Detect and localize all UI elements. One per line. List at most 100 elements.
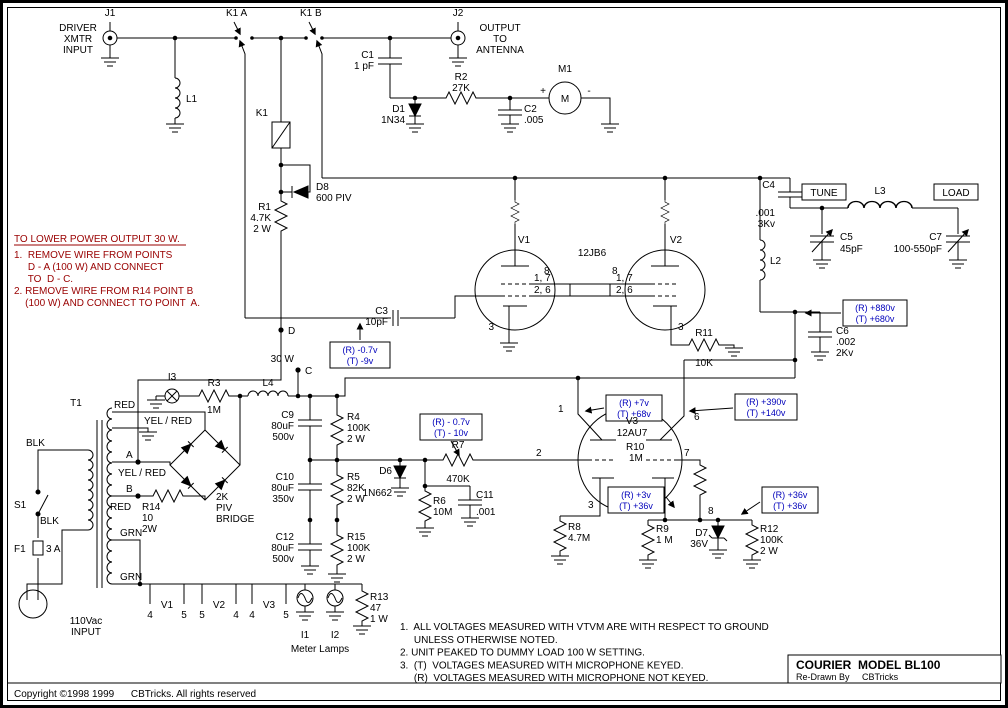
label-k1-coil: K1 bbox=[256, 108, 269, 119]
label-l3: L3 bbox=[874, 186, 886, 197]
value-r3: 1M bbox=[207, 405, 221, 416]
wire-label-blk1: BLK bbox=[26, 438, 45, 449]
rf-input-path bbox=[100, 22, 468, 133]
label-30w: 30 W bbox=[271, 354, 295, 365]
meter-m-glyph: M bbox=[561, 94, 569, 105]
wire-label-yelred2: YEL / RED bbox=[118, 468, 166, 479]
pin-v2-17: 1, 7 bbox=[616, 273, 633, 284]
relay-keying-chain bbox=[137, 38, 311, 462]
callout-arrows bbox=[356, 309, 841, 515]
wire-r6-c11 bbox=[424, 460, 470, 528]
wire-v3-grid2-r10 bbox=[674, 459, 701, 520]
notes-block: 1. ALL VOLTAGES MEASURED WITH VTVM ARE W… bbox=[400, 622, 769, 684]
voltage-pa-plate: (R) +880v(T) +680v bbox=[855, 303, 895, 324]
arrow-zener bbox=[740, 501, 761, 515]
tank-circuit bbox=[322, 177, 970, 378]
label-r11: R11 bbox=[695, 328, 713, 339]
wire-yelred2-a bbox=[112, 461, 171, 465]
rating-c4: 3Kv bbox=[758, 219, 775, 230]
diode-d1 bbox=[408, 103, 422, 118]
wire-label-red2: RED bbox=[110, 502, 131, 513]
wire-point-d-to-a bbox=[137, 234, 282, 462]
bridge-rectifier bbox=[169, 396, 241, 501]
capacitor-c3 bbox=[392, 310, 399, 326]
capacitor-c6 bbox=[760, 311, 832, 352]
bias-network bbox=[310, 453, 588, 537]
heater-pin: 5 bbox=[199, 610, 205, 621]
heater-v1: V1 bbox=[161, 600, 174, 611]
label-c11: C11 bbox=[476, 490, 494, 501]
rating-f1: 3 A bbox=[46, 544, 61, 555]
wire-red1 bbox=[112, 411, 206, 430]
caption-meter-lamps: Meter Lamps bbox=[291, 644, 349, 655]
label-r10: R10 bbox=[626, 442, 645, 453]
point-b: B bbox=[126, 484, 133, 495]
wire-v3-plate2 bbox=[659, 359, 795, 441]
capacitor-c5 bbox=[810, 208, 834, 260]
diode-d6 bbox=[393, 465, 407, 480]
label-c5: C5 bbox=[840, 232, 853, 243]
wire-grid-bus bbox=[529, 283, 651, 297]
inner-border bbox=[7, 7, 1001, 701]
capacitor-c7-arrow bbox=[947, 228, 969, 253]
voltage-box-v3-grid bbox=[419, 413, 483, 441]
pin-v3-7: 7 bbox=[684, 448, 690, 459]
wire-grn1 bbox=[112, 539, 141, 584]
label-l1: L1 bbox=[186, 94, 198, 105]
lamp-i1-filament bbox=[297, 593, 313, 603]
heater-stubs bbox=[149, 584, 287, 604]
lamp-leads bbox=[304, 584, 336, 612]
pin-v2-3: 3 bbox=[678, 322, 684, 333]
pin-v2-8: 8 bbox=[612, 266, 618, 277]
wire-label-grn1: GRN bbox=[120, 528, 142, 539]
label-12au7: 12AU7 bbox=[617, 428, 648, 439]
heater-pin: 4 bbox=[249, 610, 255, 621]
arrow-v3-plate2 bbox=[688, 407, 734, 415]
value-c4: .001 bbox=[756, 208, 776, 219]
wire-meter-ground bbox=[581, 97, 611, 124]
label-i1: I1 bbox=[301, 630, 310, 641]
label-tune: TUNE bbox=[810, 188, 838, 199]
label-d6: D6 bbox=[379, 466, 392, 477]
wire-primary-neutral bbox=[26, 529, 88, 592]
point-d: D bbox=[288, 326, 295, 337]
voltage-pa-grid: (R) -0.7v(T) -9v bbox=[342, 345, 378, 366]
wire-label-yelred1: YEL / RED bbox=[144, 416, 192, 427]
value-c11: .001 bbox=[476, 507, 496, 518]
relay-coil-diagonal bbox=[271, 121, 291, 149]
label-l2: L2 bbox=[770, 256, 782, 267]
copyright: Copyright ©1998 1999 CBTricks. All right… bbox=[14, 689, 256, 700]
fuse-f1 bbox=[32, 540, 44, 556]
heater-pin: 5 bbox=[283, 610, 289, 621]
wire-label-blk2: BLK bbox=[40, 516, 59, 527]
wire-v3-plate1 bbox=[577, 378, 603, 441]
wire-primary-hot bbox=[37, 449, 88, 592]
voltage-v3-grid: (R) - 0.7v(T) - 10v bbox=[432, 417, 470, 438]
wire-grid-feed bbox=[245, 295, 501, 319]
switch-s1-arm bbox=[37, 494, 49, 515]
circuit-graphics bbox=[14, 21, 970, 635]
label-l4: L4 bbox=[262, 378, 274, 389]
ac-plug-prongs bbox=[26, 592, 39, 600]
tune-box bbox=[801, 183, 847, 201]
pin-v3-6: 6 bbox=[694, 412, 700, 423]
label-r3: R3 bbox=[208, 378, 221, 389]
voltage-v3-plate1: (R) +7v(T) +68v bbox=[617, 398, 651, 419]
heater-pin: 4 bbox=[147, 610, 153, 621]
label-v3: V3 bbox=[626, 416, 639, 427]
wire-label-grn2: GRN bbox=[120, 572, 142, 583]
wire-k1b-keyed bbox=[315, 39, 323, 178]
